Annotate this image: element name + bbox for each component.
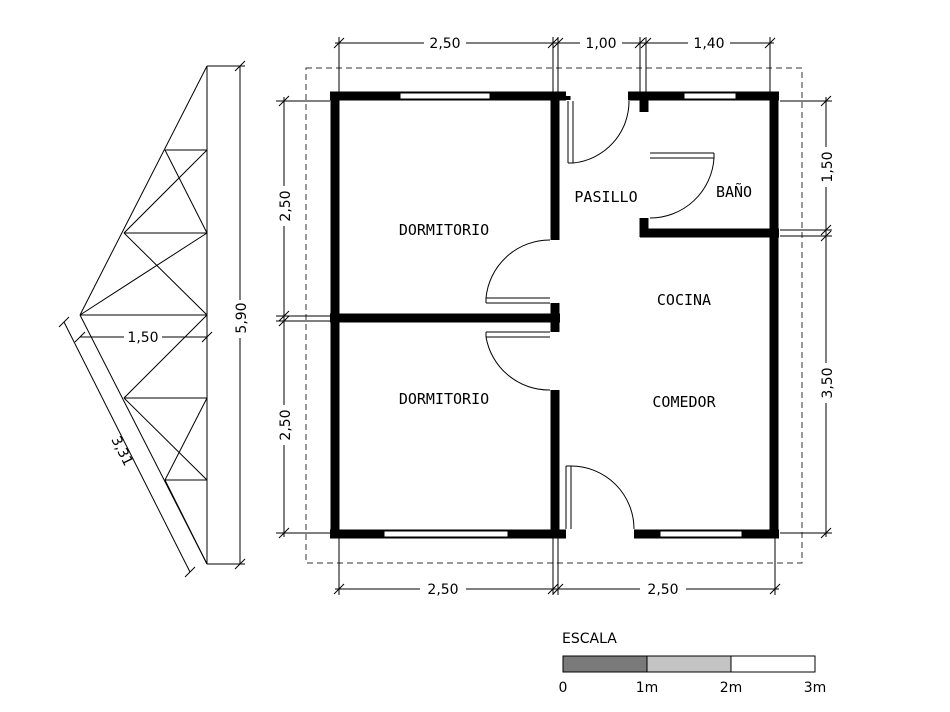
doors bbox=[485, 100, 715, 530]
scale-tick-label: 2m bbox=[720, 680, 743, 696]
dim-top-right: 1,40 bbox=[693, 36, 724, 52]
dim-bottom-right: 2,50 bbox=[647, 582, 678, 598]
scale-segment-3 bbox=[730, 655, 816, 673]
top-dimensions: 2,50 1,00 1,40 bbox=[333, 34, 776, 52]
room-label-hallway: PASILLO bbox=[574, 188, 637, 206]
windows bbox=[383, 92, 743, 538]
dim-top-middle: 1,00 bbox=[585, 36, 616, 52]
truss-base-label: 1,50 bbox=[127, 330, 158, 346]
left-dimensions: 2,50 2,50 bbox=[276, 95, 294, 539]
room-label-kitchen: COCINA bbox=[657, 291, 711, 309]
scale-bar: ESCALA 0 1m 2m 3m bbox=[559, 631, 827, 696]
room-labels: DORMITORIO DORMITORIO PASILLO BAÑO COCIN… bbox=[399, 182, 752, 411]
window-bedroom-top bbox=[399, 92, 491, 100]
window-bedroom-bottom bbox=[383, 530, 509, 538]
window-bathroom bbox=[683, 92, 737, 100]
room-label-bedroom-1: DORMITORIO bbox=[399, 221, 489, 239]
scale-tick-label: 0 bbox=[559, 680, 568, 696]
room-label-bedroom-2: DORMITORIO bbox=[399, 390, 489, 408]
room-label-dining: COMEDOR bbox=[652, 393, 716, 411]
room-label-bathroom: BAÑO bbox=[716, 182, 752, 201]
scale-tick-label: 1m bbox=[636, 680, 659, 696]
dim-left-upper: 2,50 bbox=[278, 190, 294, 221]
scale-title: ESCALA bbox=[562, 631, 617, 647]
right-dimensions: 1,50 3,50 bbox=[818, 95, 836, 539]
dim-right-lower: 3,50 bbox=[820, 367, 836, 398]
dim-left-lower: 2,50 bbox=[278, 409, 294, 440]
scale-segment-1 bbox=[562, 655, 648, 673]
truss-height-label: 5,90 bbox=[234, 302, 250, 333]
roof-truss: 5,90 1,50 3,31 bbox=[58, 60, 250, 578]
dim-right-upper: 1,50 bbox=[820, 151, 836, 182]
truss-slope-label: 3,31 bbox=[107, 434, 135, 469]
scale-segment-2 bbox=[646, 655, 732, 673]
walls bbox=[330, 91, 779, 539]
dim-top-left: 2,50 bbox=[429, 36, 460, 52]
scale-tick-label: 3m bbox=[804, 680, 827, 696]
bottom-dimensions: 2,50 2,50 bbox=[333, 580, 781, 598]
dim-bottom-left: 2,50 bbox=[427, 582, 458, 598]
extension-lines bbox=[276, 37, 832, 595]
window-dining bbox=[659, 530, 743, 538]
